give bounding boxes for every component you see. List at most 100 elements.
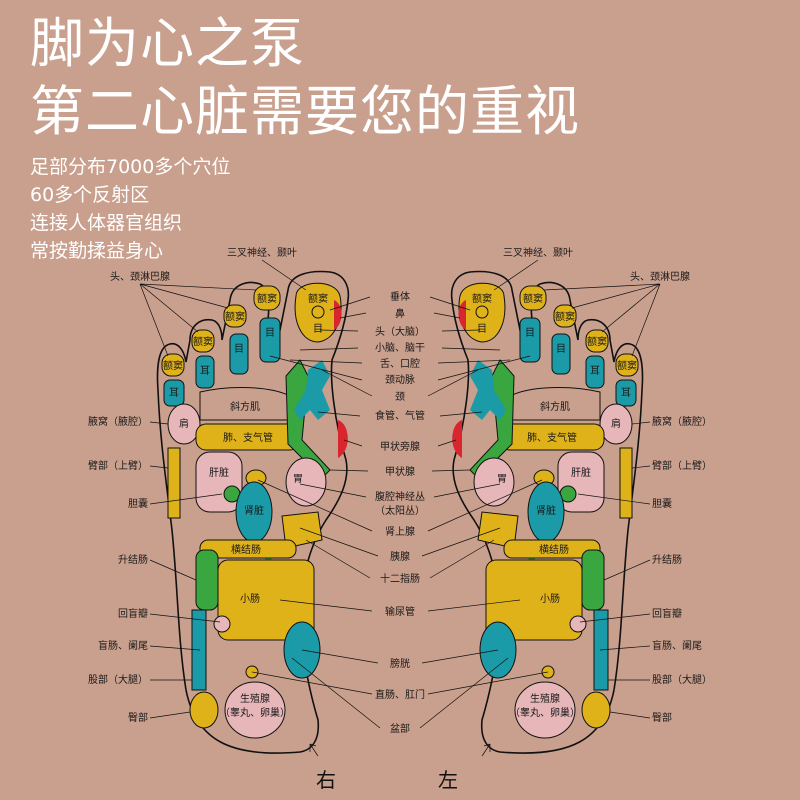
label-thyroid: 甲状腺 [385, 465, 415, 478]
label-left-foot: 左 [438, 768, 458, 792]
right-toe-2-sinus [253, 285, 281, 311]
leader-pelvis [291, 657, 509, 729]
left-esophagus-green [469, 359, 515, 479]
label-sinus-l3: 额窦 [555, 310, 575, 323]
right-pituitary-dot [311, 305, 325, 319]
leader-pituitary [329, 296, 471, 311]
left-small-intestine [485, 559, 583, 641]
label-kidney-l: 肾脏 [536, 504, 556, 517]
right-neck-teal [294, 360, 330, 420]
label-upper-arm-right: 臂部（上臂） [88, 459, 148, 472]
label-solar-plexus: （太阳丛） [375, 504, 425, 517]
label-trapezius-l: 斜方肌 [540, 400, 570, 413]
right-ileocecal [213, 615, 231, 633]
right-toe-2-eye [259, 317, 281, 363]
right-toe-4-ear [195, 355, 215, 389]
left-ileocecal [569, 615, 587, 633]
label-adrenal: 肾上腺 [385, 525, 415, 538]
left-heart-area [557, 451, 605, 513]
label-ileocecal-right: 回盲瓣 [118, 607, 148, 620]
label-esophagus: 食管、气管 [375, 409, 425, 422]
right-thyroid-red [338, 420, 348, 458]
label-gallbladder-right: 胆囊 [128, 497, 148, 510]
left-descending-colon [581, 549, 605, 611]
leader-rectum [251, 671, 549, 695]
label-sinus-r1: 额窦 [308, 292, 328, 305]
label-eye-r2: 目 [234, 344, 244, 355]
left-toe-5-ear [615, 379, 637, 407]
label-eye-r0: 目 [313, 324, 323, 335]
label-upper-arm-left: 臂部（上臂） [652, 459, 712, 472]
left-foot [450, 270, 644, 754]
right-liver [195, 451, 243, 513]
label-trigeminal-right: 三叉神经、颞叶 [227, 246, 297, 259]
label-sinus-l2: 额窦 [523, 292, 543, 305]
subtext-line-1: 足部分布7000多个穴位 [30, 156, 231, 178]
leader-pancreas [299, 527, 501, 557]
label-neck: 颈 [395, 391, 405, 403]
left-toe-2-eye [519, 317, 541, 363]
label-lung-r: 肺、支气管 [223, 431, 273, 444]
label-pituitary: 垂体 [390, 291, 410, 303]
leader-mouth [289, 359, 511, 364]
label-eye-l0: 目 [477, 324, 487, 335]
label-sinus-l5: 额窦 [617, 359, 637, 372]
label-cerebellum: 小脑、脑干 [375, 341, 425, 354]
label-right-foot: 右 [316, 768, 336, 792]
label-celiac-plexus: 腹腔神经丛 [375, 490, 425, 503]
right-toe-4-sinus [191, 329, 215, 353]
left-toe-5-sinus [615, 353, 639, 377]
outer-labels-right: 头、颈淋巴腺 腋窝（腋腔） 臂部（上臂） 胆囊 升结肠 回盲瓣 盲肠、阑尾 股部… [88, 270, 170, 724]
leader-duodenum [305, 539, 495, 579]
leader-esophagus [317, 411, 483, 417]
leader-bladder [301, 649, 499, 664]
right-transverse-colon [199, 539, 297, 559]
left-buttock [581, 691, 611, 729]
label-buttock-left: 臀部 [652, 711, 672, 724]
label-appendix-left: 盲肠、阑尾 [652, 639, 702, 652]
right-stomach [285, 457, 327, 507]
label-ureter: 输尿管 [385, 605, 415, 618]
leader-ureter [279, 599, 521, 612]
label-trigeminal-left: 三叉神经、颞叶 [503, 246, 573, 259]
right-ascending-colon [195, 549, 219, 611]
subtext-line-2: 60多个反射区 [30, 184, 150, 206]
leader-thyroid [329, 469, 471, 472]
leader-trigeminal [261, 259, 539, 291]
label-sinus-l4: 额窦 [587, 335, 607, 348]
label-stomach-l: 胃 [497, 473, 507, 485]
left-pancreas [477, 511, 519, 549]
right-upper-arm [167, 447, 181, 519]
label-eye-l2: 目 [556, 344, 566, 355]
label-mouth: 舌、口腔 [380, 357, 420, 370]
label-sinus-r5: 额窦 [163, 359, 183, 372]
label-ear-l1: 耳 [590, 365, 600, 377]
leader-nose [339, 312, 461, 319]
label-armpit-left: 腋窝（腋腔） [652, 415, 712, 428]
label-shoulder-l: 肩 [611, 417, 621, 430]
outer-labels-left: 头、颈淋巴腺 腋窝（腋腔） 臂部（上臂） 胆囊 升结肠 回盲瓣 盲肠、阑尾 股部… [630, 270, 712, 724]
label-colon-r: 横结肠 [231, 543, 261, 556]
label-lung-l: 肺、支气管 [527, 431, 577, 444]
right-pancreas [281, 511, 323, 549]
label-appendix-right: 盲肠、阑尾 [98, 639, 148, 652]
label-colon-l: 横结肠 [539, 543, 569, 556]
left-toe-4-sinus [585, 329, 609, 353]
label-thigh-right: 股部（大腿） [88, 673, 148, 686]
arrow-right [309, 743, 319, 757]
label-ear-r1: 耳 [200, 365, 210, 377]
left-toe-3-eye [551, 333, 571, 375]
center-labels: 垂体 鼻 头（大脑） 小脑、脑干 舌、口腔 颈动脉 颈 食管、气管 甲状旁腺 甲… [375, 291, 425, 735]
headline-line-1: 脚为心之泵 [30, 12, 305, 75]
leader-neck [321, 369, 479, 397]
leader-cerebellum [299, 347, 501, 351]
label-brain: 头（大脑） [375, 325, 425, 338]
leader-outer-left [577, 421, 651, 719]
label-nose: 鼻 [395, 307, 405, 320]
label-parathyroid: 甲状旁腺 [380, 440, 420, 453]
label-kidney-r: 肾脏 [244, 504, 264, 517]
label-armpit-right: 腋窝（腋腔） [88, 415, 148, 428]
left-gonad [514, 681, 576, 739]
left-nose-red [458, 300, 466, 330]
